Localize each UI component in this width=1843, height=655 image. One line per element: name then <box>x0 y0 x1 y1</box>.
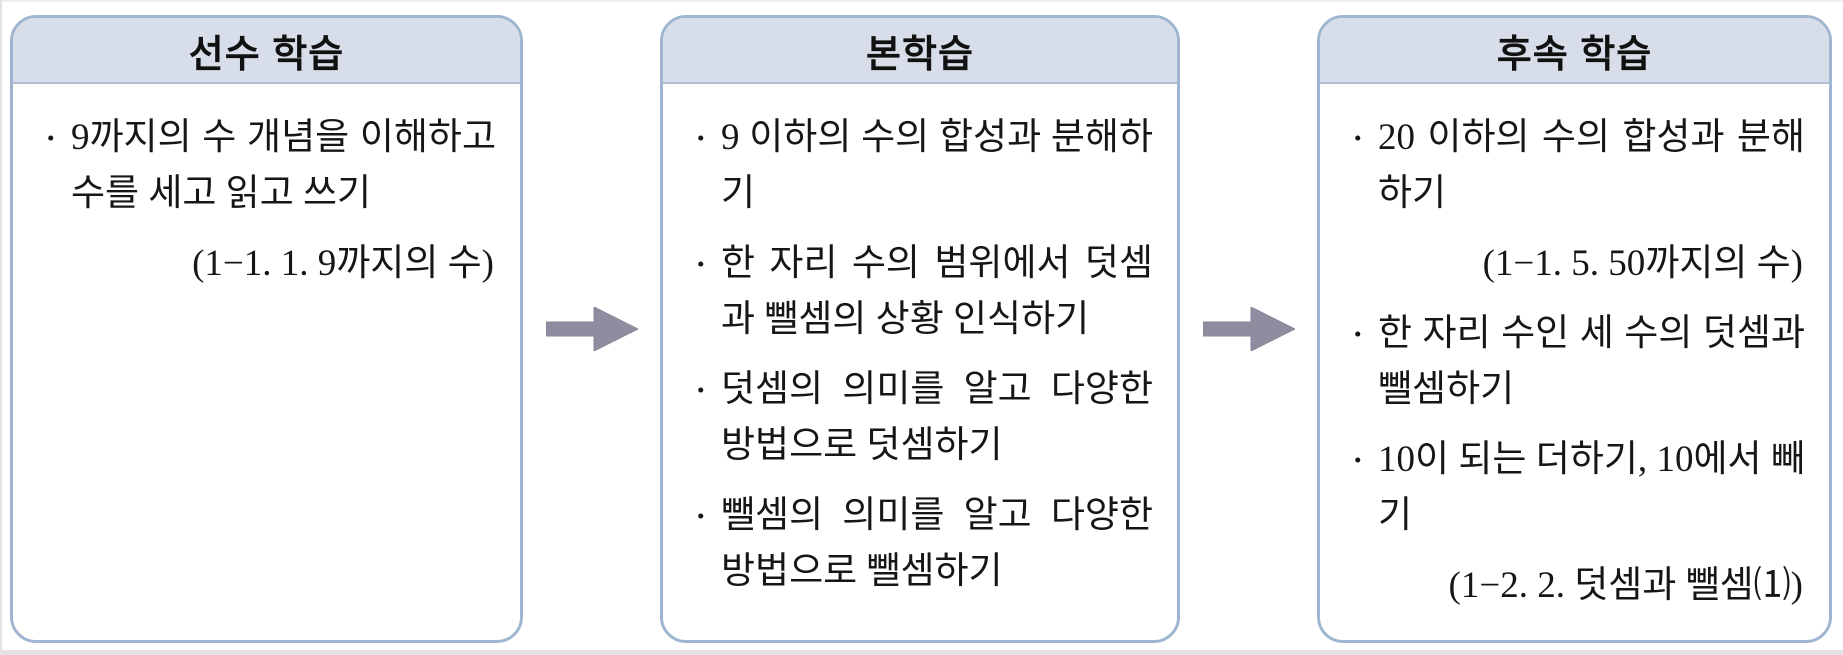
unit-reference: (1−1. 1. 9까지의 수) <box>192 243 494 284</box>
prior-learning-body: 9까지의 수 개념을 이해하고 수를 세고 읽고 쓰기 (1−1. 1. 9까지… <box>13 84 520 640</box>
follow-up-learning-box: 후속 학습 20 이하의 수의 합성과 분해하기 (1−1. 5. 50까지의 … <box>1317 15 1832 643</box>
main-learning-header: 본학습 <box>663 18 1177 84</box>
box-title: 선수 학습 <box>188 33 345 76</box>
objective-item: 덧셈의 의미를 알고 다양한 방법으로 덧셈하기 <box>693 362 1153 474</box>
main-learning-body: 9 이하의 수의 합성과 분해하기 한 자리 수의 범위에서 덧셈과 뺄셈의 상… <box>663 84 1177 640</box>
main-learning-box: 본학습 9 이하의 수의 합성과 분해하기 한 자리 수의 범위에서 덧셈과 뺄… <box>660 15 1180 643</box>
objective-item: 9 이하의 수의 합성과 분해하기 <box>693 110 1153 222</box>
objective-item: 한 자리 수의 범위에서 덧셈과 뺄셈의 상황 인식하기 <box>693 236 1153 348</box>
unit-reference: (1−1. 5. 50까지의 수) <box>1482 243 1803 284</box>
objective-item: 한 자리 수인 세 수의 덧셈과 뺄셈하기 <box>1350 306 1805 418</box>
box-title: 본학습 <box>866 33 974 76</box>
objective-item: 20 이하의 수의 합성과 분해하기 <box>1350 110 1805 222</box>
right-arrow-icon <box>545 307 638 351</box>
objective-item: 10이 되는 더하기, 10에서 빼기 <box>1350 432 1805 544</box>
flow-arrow-1 <box>523 15 660 643</box>
prior-learning-box: 선수 학습 9까지의 수 개념을 이해하고 수를 세고 읽고 쓰기 (1−1. … <box>10 15 523 643</box>
prior-learning-header: 선수 학습 <box>13 18 520 84</box>
objective-item: 9까지의 수 개념을 이해하고 수를 세고 읽고 쓰기 <box>43 110 496 222</box>
flow-arrow-2 <box>1180 15 1317 643</box>
objective-item: 뺄셈의 의미를 알고 다양한 방법으로 뺄셈하기 <box>693 488 1153 600</box>
left-edge-line <box>0 0 2 655</box>
bottom-edge-line <box>0 650 1843 655</box>
follow-up-learning-body: 20 이하의 수의 합성과 분해하기 (1−1. 5. 50까지의 수) 한 자… <box>1320 84 1829 640</box>
top-edge-line <box>0 0 1843 2</box>
box-title: 후속 학습 <box>1496 33 1653 76</box>
follow-up-learning-header: 후속 학습 <box>1320 18 1829 84</box>
unit-reference: (1−2. 2. 덧셈과 뺄셈⑴) <box>1448 565 1803 606</box>
right-arrow-icon <box>1202 307 1295 351</box>
diagram-row: 선수 학습 9까지의 수 개념을 이해하고 수를 세고 읽고 쓰기 (1−1. … <box>10 15 1832 643</box>
